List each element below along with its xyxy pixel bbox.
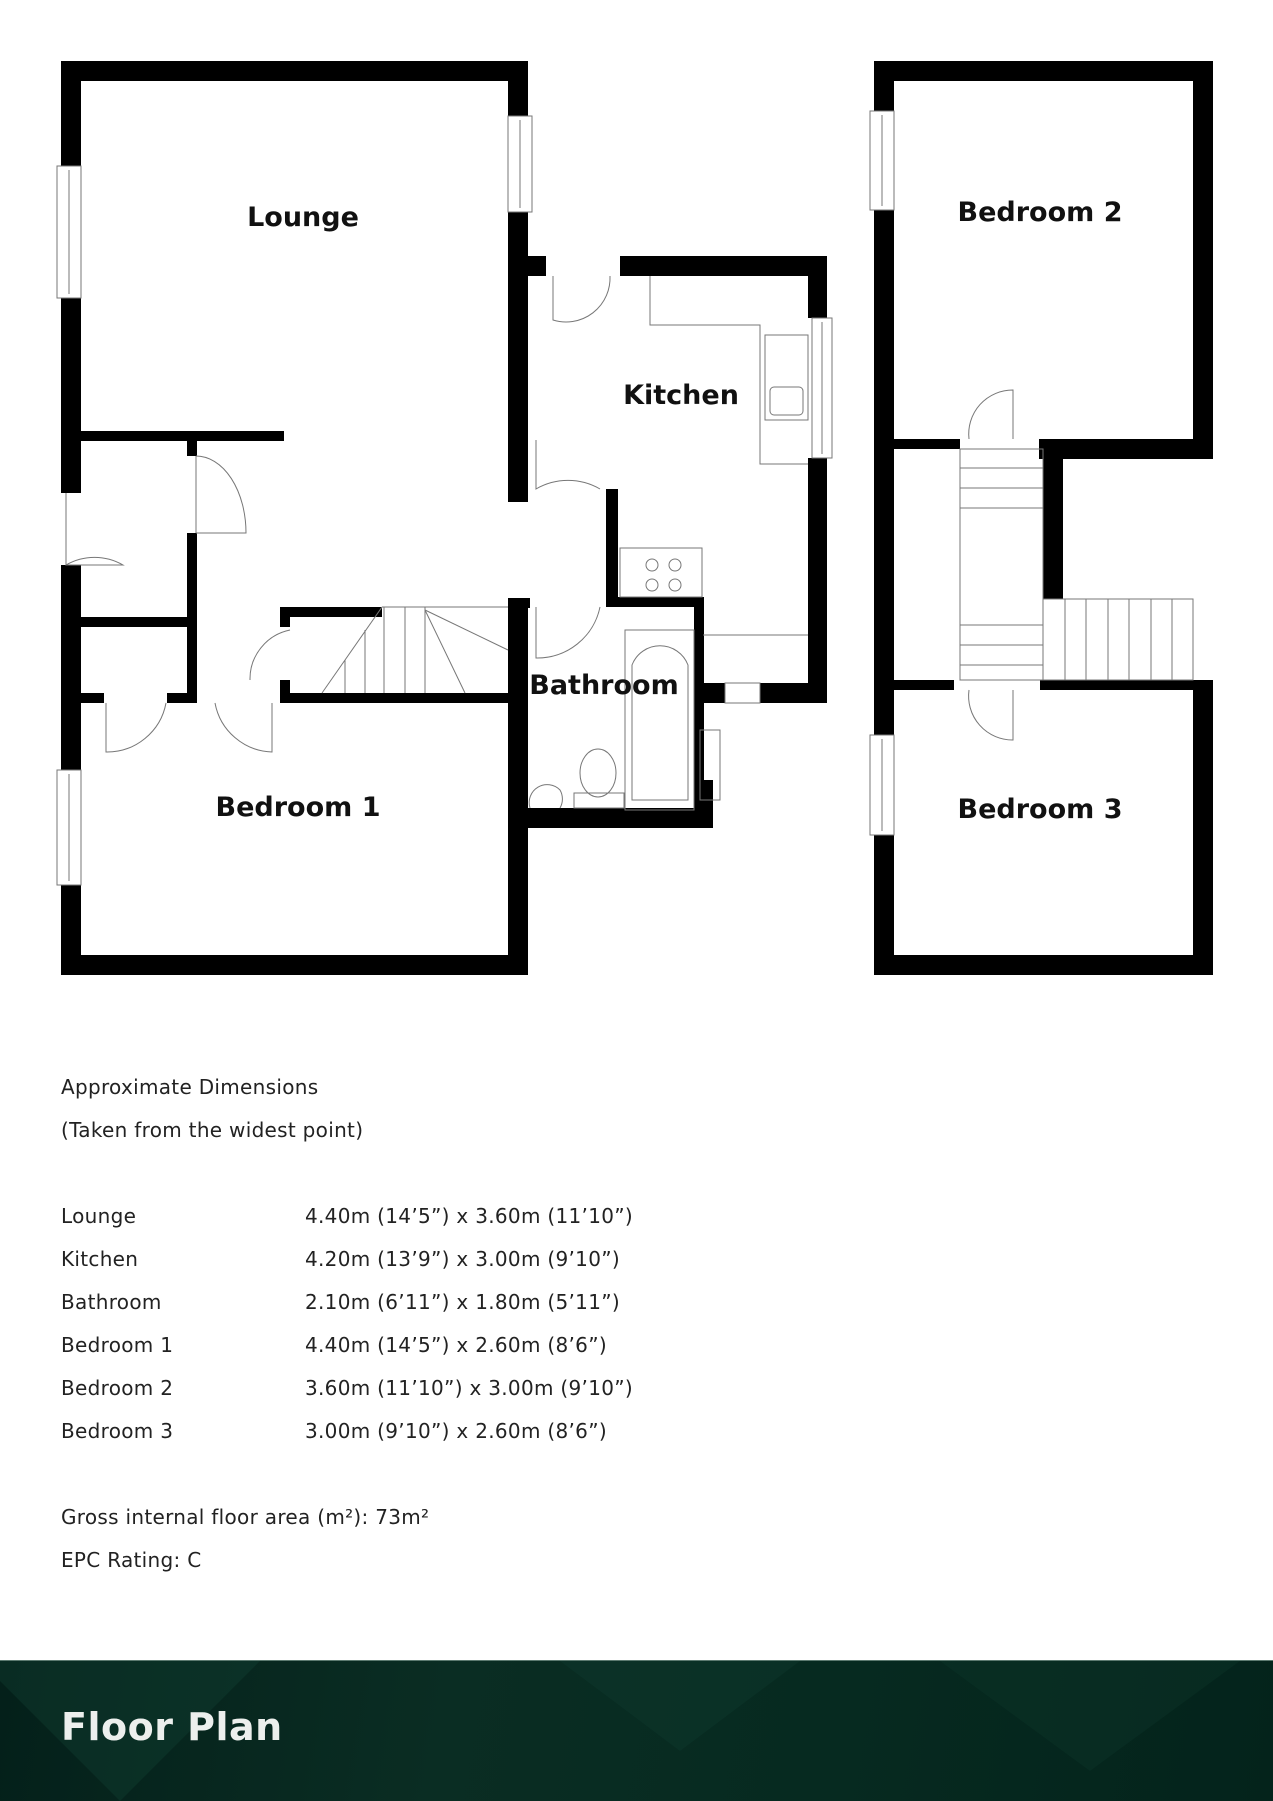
room-label-bedroom-2: Bedroom 2 [957,197,1123,228]
ground-floor-walls [61,61,827,975]
floor-plan-drawing: Lounge Kitchen Bathroom Bedroom 1 Bedroo… [56,61,1213,975]
dimension-room-name: Bathroom [61,1290,162,1314]
footer-banner: Floor Plan [0,1660,1273,1801]
room-label-bathroom: Bathroom [529,670,679,701]
dimension-value: 3.00m (9’10”) x 2.60m (8’6”) [305,1419,607,1443]
dimension-row: Lounge 4.40m (14’5”) x 3.60m (11’10”) [61,1195,633,1238]
fixtures-and-doors [56,110,1194,886]
dimension-room-name: Bedroom 3 [61,1419,174,1443]
room-label-bedroom-1: Bedroom 1 [215,792,381,823]
dimension-row: Kitchen 4.20m (13’9”) x 3.00m (9’10”) [61,1238,633,1281]
floor-plan-svg [56,61,1213,975]
room-label-lounge: Lounge [247,202,359,233]
dimension-room-name: Bedroom 1 [61,1333,174,1357]
dimension-row: Bedroom 3 3.00m (9’10”) x 2.60m (8’6”) [61,1410,633,1453]
dimension-row: Bathroom 2.10m (6’11”) x 1.80m (5’11”) [61,1281,633,1324]
dimension-row: Bedroom 2 3.60m (11’10”) x 3.00m (9’10”) [61,1367,633,1410]
upper-floor-walls [874,61,1213,975]
dimensions-heading: Approximate Dimensions [61,1075,319,1099]
epc-rating: EPC Rating: C [61,1548,202,1572]
decorative-facet [940,1661,1240,1771]
room-label-kitchen: Kitchen [623,380,739,411]
dimension-value: 4.20m (13’9”) x 3.00m (9’10”) [305,1247,620,1271]
dimension-value: 4.40m (14’5”) x 3.60m (11’10”) [305,1204,634,1228]
dimension-room-name: Bedroom 2 [61,1376,174,1400]
dimension-row: Bedroom 1 4.40m (14’5”) x 2.60m (8’6”) [61,1324,633,1367]
dimension-value: 4.40m (14’5”) x 2.60m (8’6”) [305,1333,607,1357]
decorative-facet [560,1661,800,1751]
dimension-value: 3.60m (11’10”) x 3.00m (9’10”) [305,1376,634,1400]
dimensions-section: Approximate Dimensions (Taken from the w… [61,1066,633,1582]
gross-floor-area: Gross internal floor area (m²): 73m² [61,1505,430,1529]
footer-title: Floor Plan [61,1705,283,1749]
room-label-bedroom-3: Bedroom 3 [957,794,1123,825]
dimension-room-name: Lounge [61,1204,137,1228]
decorative-facet [0,1661,260,1801]
dimensions-subheading: (Taken from the widest point) [61,1118,364,1142]
dimension-room-name: Kitchen [61,1247,139,1271]
dimension-value: 2.10m (6’11”) x 1.80m (5’11”) [305,1290,620,1314]
